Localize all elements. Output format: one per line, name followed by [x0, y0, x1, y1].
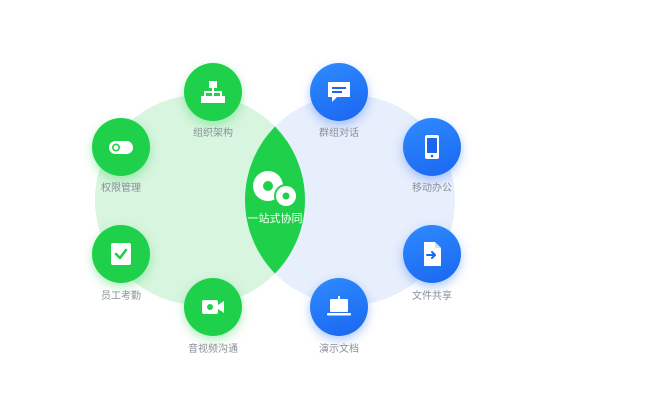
feature-node-attendance[interactable] [92, 225, 150, 283]
feature-label-permissions: 权限管理 [101, 183, 141, 194]
feature-label-attendance: 员工考勤 [101, 291, 141, 302]
phone-icon [425, 135, 439, 159]
right-circle [245, 95, 455, 305]
feature-label-av-communication: 音视频沟通 [188, 344, 238, 355]
feature-node-file-sharing[interactable] [403, 225, 461, 283]
feature-label-org-structure: 组织架构 [193, 128, 233, 139]
checkbox-icon [111, 243, 131, 265]
feature-label-mobile-office: 移动办公 [412, 183, 452, 194]
feature-label-group-chat: 群组对话 [319, 128, 359, 139]
file-share-icon [424, 242, 441, 266]
chat-icon [328, 82, 350, 102]
toggle-icon [109, 141, 133, 154]
feature-node-mobile-office[interactable] [403, 118, 461, 176]
video-camera-icon [202, 300, 224, 314]
feature-node-org-structure[interactable] [184, 63, 242, 121]
feature-node-presentation[interactable] [310, 278, 368, 336]
feature-node-av-communication[interactable] [184, 278, 242, 336]
discs-icon [253, 171, 298, 208]
presentation-icon [327, 296, 351, 316]
feature-label-file-sharing: 文件共享 [412, 291, 452, 302]
feature-node-permissions[interactable] [92, 118, 150, 176]
feature-node-group-chat[interactable] [310, 63, 368, 121]
feature-label-presentation: 演示文档 [319, 344, 359, 355]
center-label: 一站式协同 [247, 212, 303, 225]
org-chart-icon [201, 81, 225, 103]
